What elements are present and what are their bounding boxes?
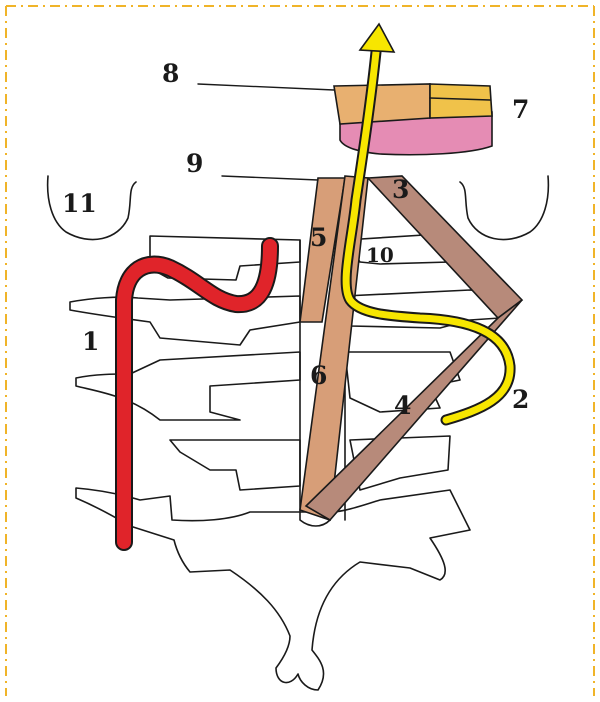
occipital-bone-outline	[48, 176, 549, 240]
label-3: 3	[392, 175, 409, 204]
leader-9	[222, 176, 318, 180]
label-9: 9	[186, 149, 203, 178]
label-1: 1	[82, 327, 99, 356]
label-2: 2	[512, 385, 529, 414]
c4-vertebra	[170, 440, 300, 490]
label-6: 6	[310, 361, 327, 390]
label-7: 7	[512, 95, 529, 124]
label-5: 5	[310, 223, 327, 252]
label-8: 8	[162, 59, 179, 88]
label-10: 10	[366, 243, 394, 267]
leader-8	[198, 84, 334, 90]
nerve-arrow-head	[360, 24, 394, 52]
label-11: 11	[62, 189, 97, 218]
axis-vertebra	[70, 296, 300, 345]
skull-base-block	[334, 84, 492, 155]
label-4: 4	[394, 391, 411, 420]
c5-vertebra	[76, 488, 470, 690]
c3-vertebra	[76, 352, 300, 420]
